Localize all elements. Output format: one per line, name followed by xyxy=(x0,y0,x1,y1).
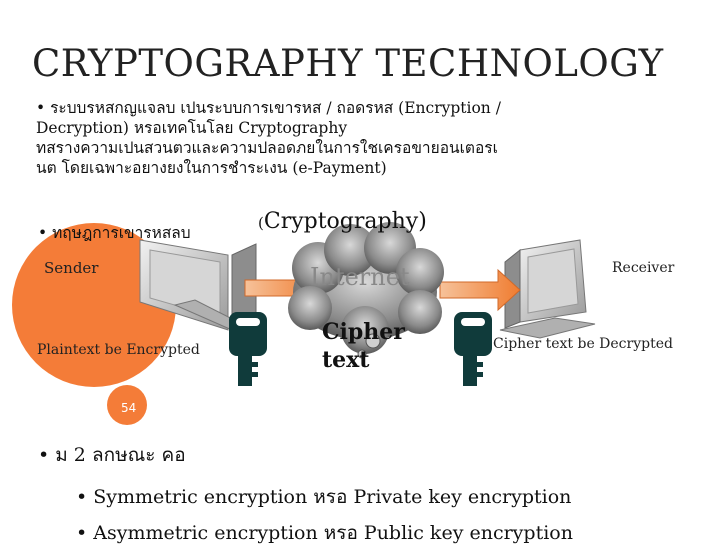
sender-label: Sender xyxy=(44,259,98,277)
intro-line-4: นต โดยเฉพาะอยางยงในการชำระเงน (e-Payment… xyxy=(36,158,696,178)
types-bullet: • ม 2 ลกษณะ คอ xyxy=(38,440,186,470)
cipher-line-2: text xyxy=(322,346,405,374)
decryption-key-icon xyxy=(454,312,492,386)
asymmetric-bullet: • Asymmetric encryption หรอ Public key e… xyxy=(76,518,573,548)
intro-line-1: • ระบบรหสกญแจลบ เปนระบบการเขารหส / ถอดรห… xyxy=(36,98,696,118)
slide-title: CRYPTOGRAPHY TECHNOLOGY xyxy=(32,42,664,85)
encryption-key-icon xyxy=(229,312,267,386)
plaintext-caption: Plaintext be Encrypted xyxy=(37,342,200,358)
theory-term-text: Cryptography) xyxy=(264,209,427,234)
intro-line-3: ทสรางความเปนสวนตวและความปลอดภยในการใชเคร… xyxy=(36,138,696,158)
cipher-caption: Cipher text be Decrypted xyxy=(493,336,673,352)
slide-number: 54 xyxy=(121,401,136,415)
cipher-line-1: Cipher xyxy=(322,318,405,346)
cipher-text-label: Cipher text xyxy=(322,318,405,374)
receiver-label: Receiver xyxy=(612,260,674,276)
intro-paragraph: • ระบบรหสกญแจลบ เปนระบบการเขารหส / ถอดรห… xyxy=(36,98,696,178)
theory-term: (Cryptography) xyxy=(258,209,427,234)
intro-line-2: Decryption) หรอเทคโนโลย Cryptography xyxy=(36,118,696,138)
theory-bullet: • ทฤษฎการเขารหสลบ xyxy=(38,220,191,245)
symmetric-bullet: • Symmetric encryption หรอ Private key e… xyxy=(76,482,571,512)
internet-label: Internet xyxy=(310,263,410,291)
